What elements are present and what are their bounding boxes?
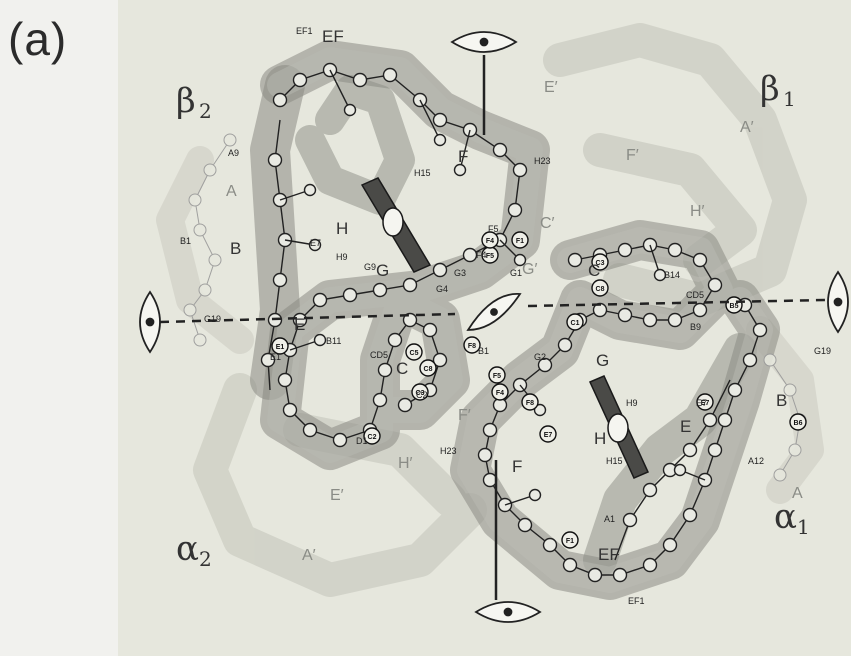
chain-label-beta2: β <box>176 81 196 121</box>
residue-label: E7 <box>310 238 321 248</box>
residue-label: CD5 <box>686 290 704 300</box>
ring-label: C8 <box>596 286 605 293</box>
residue-label: D1 <box>356 436 368 446</box>
ring-label: C5 <box>410 350 419 357</box>
helix-label: G <box>596 351 609 370</box>
residue-label: E1 <box>270 352 281 362</box>
residue-label: B1 <box>180 236 191 246</box>
ghost-helix-label: A′ <box>740 119 754 136</box>
residue-label: B9 <box>690 322 701 332</box>
residue-label: H15 <box>414 168 431 178</box>
chain-label-alpha2-sub: 2 <box>199 547 212 571</box>
helix-label: C <box>396 359 408 378</box>
ring-label: E1 <box>276 344 285 351</box>
ring-label: F5 <box>493 373 501 380</box>
residue-label: G1 <box>510 268 522 278</box>
helix-label: B <box>230 239 241 258</box>
ring-label: F4 <box>496 390 504 397</box>
residue-label: A1 <box>604 514 615 524</box>
residue-label: CD5 <box>370 350 388 360</box>
eye-icon-right <box>828 272 848 332</box>
residue-label: H9 <box>626 398 638 408</box>
hemoglobin-figure: F1 E1 F4 F5 F8 C5 C8 C3 C2 C8 E7 B6 C3 F… <box>118 0 851 656</box>
residue-label: G9 <box>364 262 376 272</box>
helix-label: G <box>376 261 389 280</box>
residue-label: G2 <box>534 352 546 362</box>
hemoglobin-structure-diagram: F1 E1 F4 F5 F8 C5 C8 C3 C2 C8 E7 B6 C3 F… <box>118 0 851 656</box>
ghost-helix-label: C′ <box>540 215 555 232</box>
residue-label: G19 <box>204 314 221 324</box>
ring-label: F5 <box>486 253 494 260</box>
chain-label-beta1-sub: 1 <box>783 87 796 111</box>
helix-label: E <box>680 417 691 436</box>
residue-label: G19 <box>814 346 831 356</box>
helix-label: E <box>294 315 305 334</box>
ring-label: C2 <box>368 434 377 441</box>
ring-label: F8 <box>468 343 476 350</box>
ghost-helix-label: A <box>792 485 803 502</box>
panel-label: (a) <box>8 12 67 66</box>
helix-label: B <box>776 391 787 410</box>
residue-label: H15 <box>606 456 623 466</box>
eye-icon-bottom <box>476 602 540 622</box>
residue-label: H9 <box>336 252 348 262</box>
ghost-helix-label: E′ <box>544 79 558 96</box>
ring-label: B5 <box>730 303 739 310</box>
helix-label: H <box>594 429 606 448</box>
ring-label: F1 <box>516 238 524 245</box>
helix-label: EF <box>322 27 344 46</box>
residue-label: F4 <box>476 250 487 260</box>
helix-label: EF <box>598 545 620 564</box>
ghost-helix-label: F′ <box>458 407 471 424</box>
residue-label: G3 <box>454 268 466 278</box>
ghost-helix-label: G′ <box>522 261 537 278</box>
residue-label: A12 <box>748 456 764 466</box>
residue-label: A9 <box>228 148 239 158</box>
chain-label-alpha1: α <box>774 497 797 537</box>
residue-label: H23 <box>440 446 457 456</box>
eye-icon-left <box>140 292 160 352</box>
helix-label: F <box>458 147 468 166</box>
ring-label: E7 <box>544 432 553 439</box>
residue-label: B11 <box>326 336 341 346</box>
ring-label: F8 <box>526 400 534 407</box>
chain-label-alpha1-sub: 1 <box>797 515 810 539</box>
ring-label: F1 <box>566 538 574 545</box>
chain-label-alpha2: α <box>176 529 199 569</box>
ghost-helix-label: E′ <box>330 487 344 504</box>
ring-label: F4 <box>486 238 494 245</box>
helix-label: H <box>336 219 348 238</box>
ring-label: C1 <box>571 320 580 327</box>
eye-icon-top <box>452 32 516 52</box>
ghost-helix-label: A′ <box>302 547 316 564</box>
residue-label: E7 <box>696 398 707 408</box>
chain-label-beta2-sub: 2 <box>199 99 212 123</box>
chain-label-beta1: β <box>760 69 780 109</box>
residue-label: EF1 <box>628 596 645 606</box>
residue-label: F5 <box>488 224 499 234</box>
residue-label: EF1 <box>296 26 313 36</box>
residue-label: B14 <box>664 270 680 280</box>
ghost-helix-label: H′ <box>398 455 413 472</box>
residue-label: H23 <box>534 156 551 166</box>
eye-icon-center <box>468 294 520 330</box>
ring-label: B6 <box>794 420 803 427</box>
residue-label: B1 <box>478 346 489 356</box>
residue-label: C2 <box>416 390 428 400</box>
residue-label: G4 <box>436 284 448 294</box>
helix-label: F <box>512 457 522 476</box>
helix-label: C <box>588 261 600 280</box>
ghost-helix-label: H′ <box>690 203 705 220</box>
ring-label: C8 <box>424 366 433 373</box>
ghost-helix-label: F′ <box>626 147 639 164</box>
ghost-helix-label: A <box>226 183 237 200</box>
